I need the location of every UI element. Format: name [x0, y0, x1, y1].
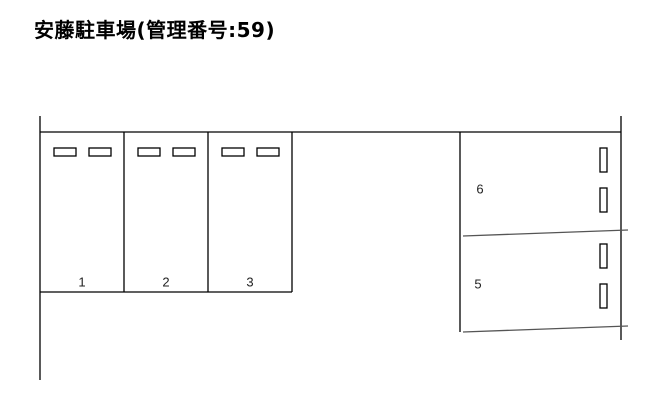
spot-number-2: 2 [162, 274, 170, 290]
wheel-stop-icon [137, 147, 161, 157]
wheel-stop-icon [88, 147, 112, 157]
spot-divider-diagonal [462, 229, 629, 237]
spot-number-5: 5 [474, 276, 482, 292]
spot-number-3: 3 [246, 274, 254, 290]
wheel-stop-icon [599, 283, 608, 309]
page-title: 安藤駐車場(管理番号:59) [34, 18, 276, 42]
wheel-stop-icon [256, 147, 280, 157]
wheel-stop-icon [53, 147, 77, 157]
wheel-stop-icon [221, 147, 245, 157]
spot-divider-diagonal [462, 325, 629, 333]
wheel-stop-icon [599, 187, 608, 213]
wheel-stop-icon [599, 243, 608, 269]
wheel-stop-icon [172, 147, 196, 157]
spot-number-1: 1 [78, 274, 86, 290]
spot-number-6: 6 [476, 181, 484, 197]
wheel-stop-icon [599, 147, 608, 173]
